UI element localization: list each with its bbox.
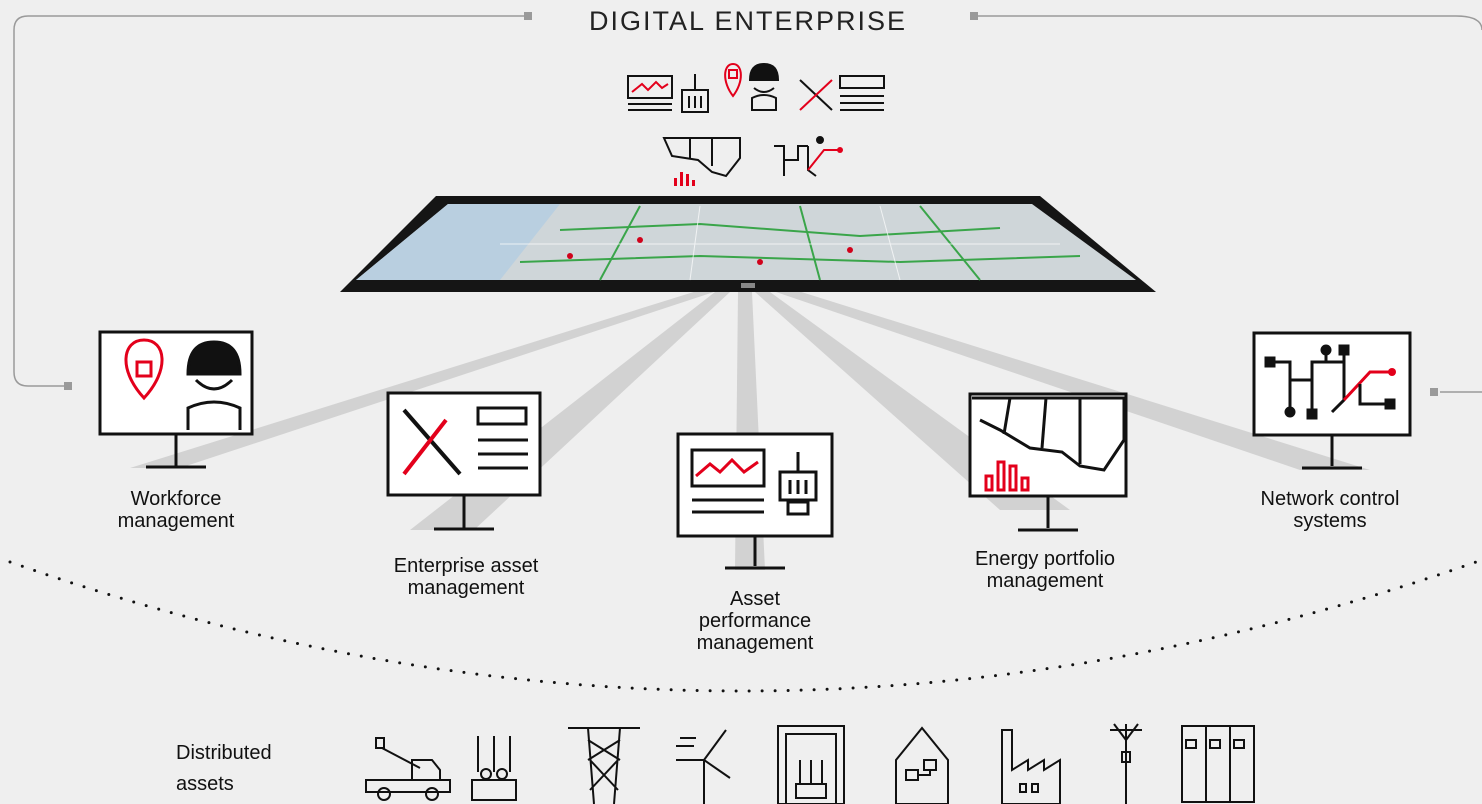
bucket-truck-icon — [365, 737, 451, 801]
tools-icon — [402, 408, 462, 476]
document-lines-icon — [839, 75, 885, 111]
frame-markers — [64, 12, 1438, 396]
tablet-map-display — [340, 196, 1156, 292]
transformer-icon — [681, 74, 709, 113]
us-map-icon — [662, 137, 741, 178]
transformer-icon — [471, 736, 517, 801]
substation-icon — [777, 725, 845, 804]
factory-icon — [1001, 729, 1061, 804]
location-pin-icon — [724, 62, 742, 98]
trend-chart-icon — [627, 75, 673, 111]
monitor-workforce — [98, 330, 254, 469]
distributed-asset-icons — [365, 723, 1255, 804]
network-diagram-icon — [774, 136, 843, 177]
tools-icon — [799, 79, 833, 111]
switchgear-cabinet-icon — [1181, 725, 1255, 803]
top-icon-cluster — [627, 62, 885, 186]
monitor-apm — [676, 432, 834, 570]
transmission-tower-icon — [568, 727, 640, 804]
monitor-epm — [968, 392, 1128, 532]
diagram-title: DIGITAL ENTERPRISE — [550, 6, 946, 37]
monitor-ncs — [1252, 331, 1412, 470]
utility-pole-icon — [1110, 723, 1142, 804]
location-pin-icon — [124, 338, 164, 401]
worker-helmet-icon — [186, 340, 242, 376]
network-diagram-icon — [1264, 344, 1396, 420]
worker-helmet-icon — [748, 62, 780, 111]
bar-chart-icon — [674, 172, 695, 186]
monitor-eam — [386, 391, 542, 531]
wind-turbine-icon — [676, 729, 731, 804]
smart-home-icon — [895, 726, 949, 804]
bar-chart-icon — [984, 460, 1030, 492]
us-map-icon — [972, 396, 1126, 472]
